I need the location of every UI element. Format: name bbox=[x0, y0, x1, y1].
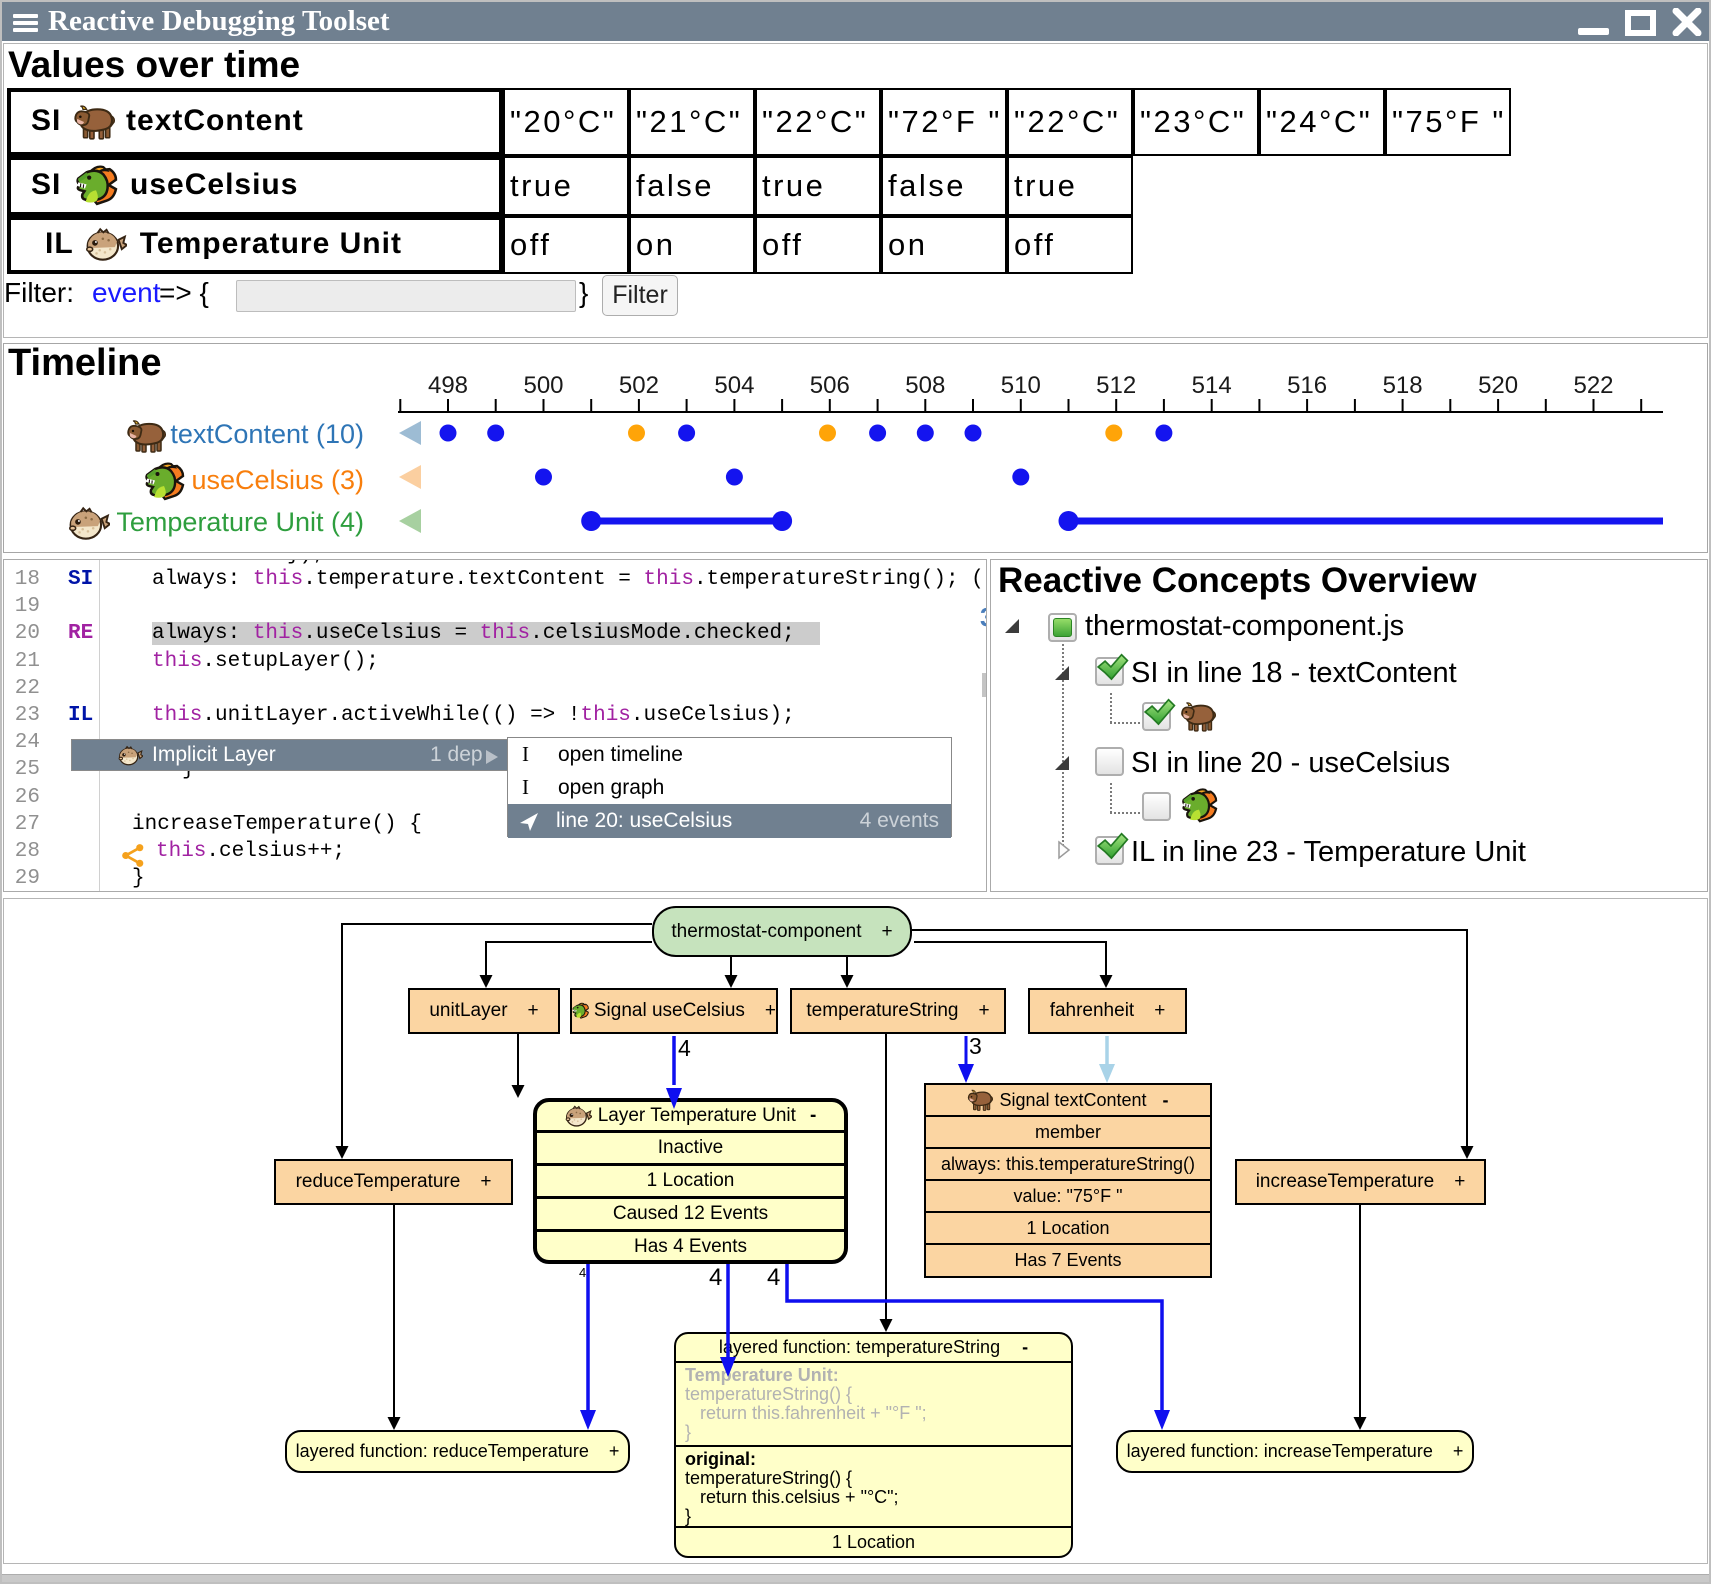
svg-text:504: 504 bbox=[714, 372, 754, 399]
svg-text:4: 4 bbox=[678, 1035, 691, 1061]
svg-text:3: 3 bbox=[969, 1033, 982, 1059]
svg-text:506: 506 bbox=[810, 372, 850, 399]
svg-text:4: 4 bbox=[579, 1265, 586, 1280]
svg-text:498: 498 bbox=[428, 372, 468, 399]
svg-text:500: 500 bbox=[523, 372, 563, 399]
svg-text:502: 502 bbox=[619, 372, 659, 399]
svg-text:518: 518 bbox=[1383, 372, 1423, 399]
svg-text:4: 4 bbox=[709, 1264, 722, 1291]
svg-text:508: 508 bbox=[905, 372, 945, 399]
svg-text:520: 520 bbox=[1478, 372, 1518, 399]
svg-text:522: 522 bbox=[1573, 372, 1613, 399]
svg-text:516: 516 bbox=[1287, 372, 1327, 399]
svg-text:4: 4 bbox=[767, 1264, 780, 1291]
svg-text:514: 514 bbox=[1192, 372, 1232, 399]
svg-text:510: 510 bbox=[1001, 372, 1041, 399]
svg-text:512: 512 bbox=[1096, 372, 1136, 399]
